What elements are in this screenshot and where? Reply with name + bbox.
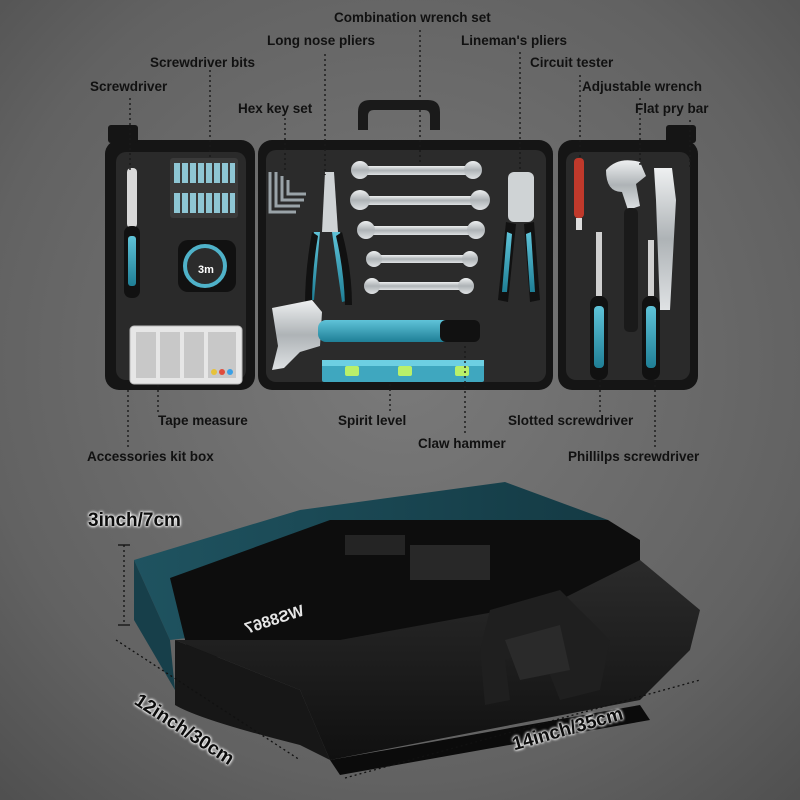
callout-lines (127, 30, 691, 450)
label-adjustable-wrench: Adjustable wrench (582, 79, 703, 94)
tape-measure-readout: 3m (198, 264, 214, 276)
dimension-height: 3inch/7cm (88, 510, 181, 531)
center-tools (268, 161, 540, 382)
label-tape-measure: Tape measure (158, 413, 248, 428)
label-long-nose-pliers: Long nose pliers (267, 33, 376, 48)
label-flat-pry-bar: Flat pry bar (635, 101, 709, 116)
label-combination-wrench-set: Combination wrench set (334, 10, 491, 25)
label-screwdriver: Screwdriver (90, 79, 168, 94)
dimension-lines (115, 544, 701, 779)
label-accessories-kit-box: Accessories kit box (87, 449, 214, 464)
label-slotted-screwdriver: Slotted screwdriver (508, 413, 634, 428)
closed-case: WS8867 (134, 482, 700, 775)
label-hex-key-set: Hex key set (238, 101, 313, 116)
label-phillips-screwdriver: Phillilps screwdriver (568, 449, 700, 464)
label-claw-hammer: Claw hammer (418, 436, 506, 451)
right-lid-tools (574, 158, 676, 380)
left-lid-tools: 3m (124, 158, 243, 385)
label-linemans-pliers: Lineman's pliers (461, 33, 567, 48)
label-circuit-tester: Circuit tester (530, 55, 614, 70)
label-spirit-level: Spirit level (338, 413, 407, 428)
label-screwdriver-bits: Screwdriver bits (150, 55, 256, 70)
